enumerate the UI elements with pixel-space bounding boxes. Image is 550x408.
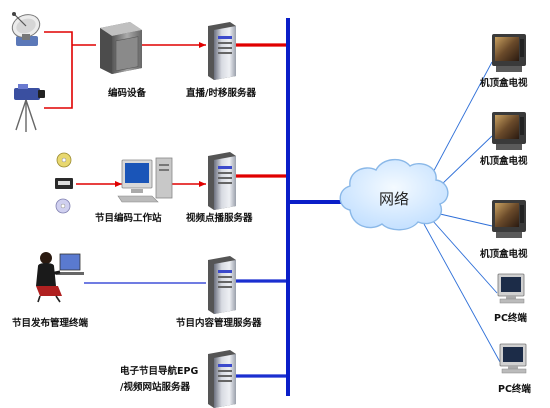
- stb-tv-icon-1: [492, 34, 526, 72]
- server-blue-links: [236, 279, 288, 378]
- pc-label-1: PC终端: [494, 312, 527, 324]
- workstation-icon: [117, 157, 173, 203]
- network-cloud: 网络: [339, 159, 449, 231]
- stb-label-1: 机顶盒电视: [480, 77, 528, 89]
- pc-label-2: PC终端: [498, 383, 531, 395]
- operator-terminal-icon: [36, 252, 84, 303]
- stb-label-2: 机顶盒电视: [480, 155, 528, 167]
- publish-terminal-label: 节目发布管理终端: [12, 317, 89, 329]
- server-red-links: [236, 43, 288, 178]
- encoder-cabinet-icon: [100, 22, 142, 74]
- red-links: [44, 31, 206, 187]
- workstation-label: 节目编码工作站: [95, 212, 162, 224]
- epg-label-line2: /视频网站服务器: [120, 381, 190, 393]
- stb-tv-icon-3: [492, 200, 526, 238]
- vod-server-label: 视频点播服务器: [186, 212, 253, 224]
- stb-label-3: 机顶盒电视: [480, 248, 528, 260]
- camera-icon: [14, 84, 45, 132]
- pc-icon-2: [499, 343, 527, 374]
- live-server-icon: [208, 22, 236, 80]
- disc-icon: [56, 152, 72, 168]
- tape-icon: [55, 178, 73, 189]
- vod-server-icon: [208, 152, 236, 210]
- pc-icon-1: [497, 273, 525, 304]
- live-server-label: 直播/时移服务器: [186, 87, 256, 99]
- epg-label-line1: 电子节目导航EPG: [120, 365, 198, 377]
- stb-tv-icon-2: [492, 112, 526, 150]
- encoder-label: 编码设备: [108, 87, 147, 99]
- dvd-icon: [55, 198, 71, 214]
- epg-server-icon: [208, 350, 236, 408]
- satellite-dish-icon: [11, 12, 41, 46]
- network-label: 网络: [379, 190, 409, 208]
- content-server-icon: [208, 256, 236, 314]
- content-server-label: 节目内容管理服务器: [176, 317, 262, 329]
- client-links: [423, 61, 501, 363]
